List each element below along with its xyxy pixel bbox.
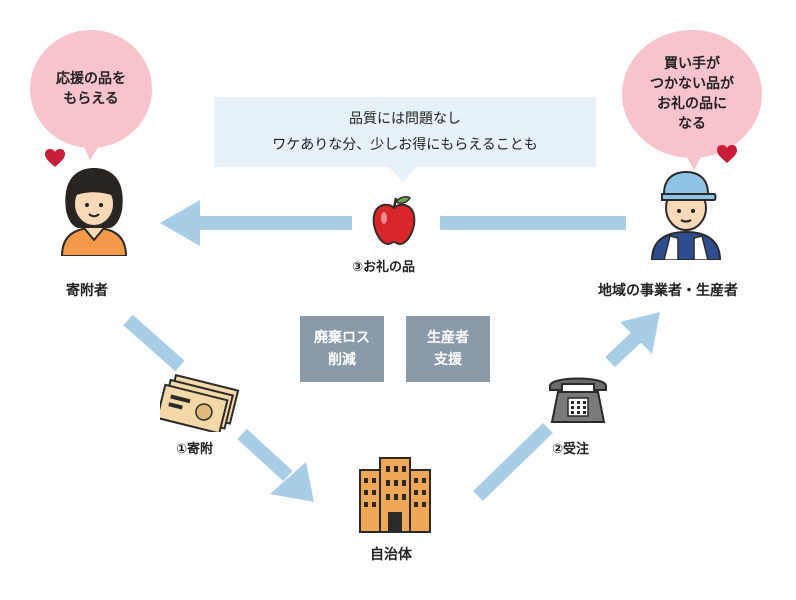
quality-note-box: 品質には問題なし ワケありな分、少しお得にもらえることも	[214, 97, 596, 167]
producer-support-tag-line-2: 支援	[434, 352, 462, 368]
donation-step-label: ①寄附	[176, 442, 214, 457]
heart-icon	[717, 145, 737, 163]
producer-person-icon	[650, 170, 722, 260]
money-stack-icon	[160, 374, 240, 432]
producer-bubble-text: 買い手が つかない品が お礼の品に なる	[650, 56, 734, 132]
producer-speech-bubble: 買い手が つかない品が お礼の品に なる	[622, 30, 762, 158]
order-step-label: ②受注	[552, 442, 590, 457]
donation-arrow-lower	[237, 428, 293, 482]
producer-support-tag-line-1: 生産者	[427, 330, 469, 346]
heart-icon	[45, 149, 65, 167]
order-arrow-lower	[473, 422, 553, 502]
gift-arrow-head	[160, 200, 200, 246]
waste-reduction-tag: 廃棄ロス 削減	[300, 316, 384, 382]
gift-step-label: ③お礼の品	[352, 260, 416, 275]
donor-bubble-text: 応援の品を もらえる	[56, 71, 126, 107]
note-line-2: ワケありな分、少しお得にもらえることも	[272, 137, 538, 153]
waste-reduction-tag-line-1: 廃棄ロス	[314, 330, 370, 346]
apple-icon	[372, 196, 416, 246]
order-arrow-head	[620, 312, 660, 354]
note-box-tail	[388, 166, 418, 182]
producer-label: 地域の事業者・生産者	[598, 283, 738, 299]
note-line-1: 品質には問題なし	[349, 111, 461, 127]
telephone-icon	[549, 377, 607, 423]
producer-support-tag: 生産者 支援	[406, 316, 490, 382]
donation-arrow-head	[270, 462, 314, 502]
order-arrow-upper	[605, 328, 645, 368]
gift-arrow-left-segment	[196, 216, 352, 230]
donor-bubble-tail	[80, 138, 104, 160]
producer-bubble-tail	[682, 148, 706, 170]
municipality-building-icon	[359, 457, 431, 533]
donation-arrow-upper	[123, 314, 185, 372]
donor-speech-bubble: 応援の品を もらえる	[30, 30, 152, 148]
municipality-label: 自治体	[370, 547, 412, 563]
donor-person-icon	[60, 168, 128, 256]
donor-label: 寄附者	[66, 283, 108, 299]
gift-arrow-right-segment	[440, 216, 626, 230]
waste-reduction-tag-line-2: 削減	[328, 352, 356, 368]
